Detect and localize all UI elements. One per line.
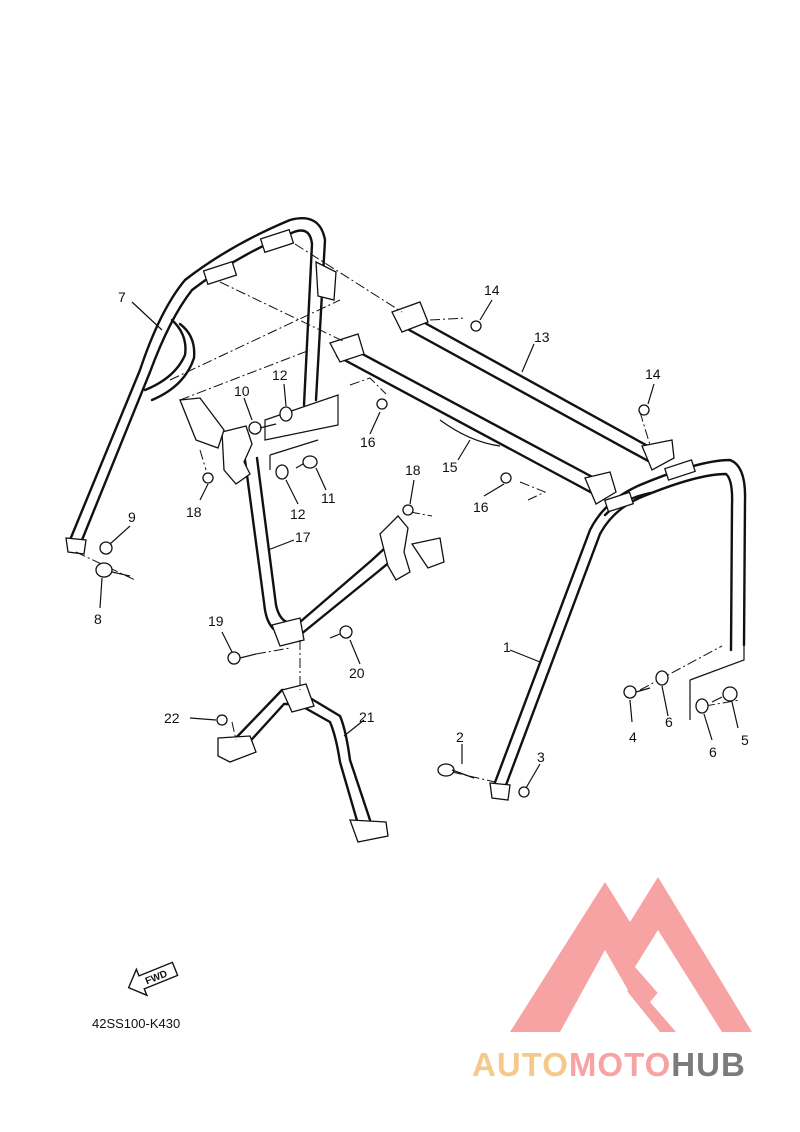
rear-left-roll-bar — [65, 217, 337, 555]
callout-22: 22 — [164, 710, 180, 726]
hardware — [95, 320, 738, 798]
lower-support — [217, 683, 389, 843]
callout-10: 10 — [234, 383, 250, 399]
callout-8: 8 — [94, 611, 102, 627]
forward-arrow-icon: FWD — [127, 961, 179, 997]
callout-16-a: 16 — [360, 434, 376, 450]
callout-17: 17 — [295, 529, 311, 545]
callout-21: 21 — [359, 709, 375, 725]
callout-15: 15 — [442, 459, 458, 475]
callout-9: 9 — [128, 509, 136, 525]
front-brace — [179, 397, 445, 647]
callout-14-b: 14 — [645, 366, 661, 382]
callout-13: 13 — [534, 329, 550, 345]
callout-14-a: 14 — [484, 282, 500, 298]
part-callouts: 1 2 3 4 5 6 6 7 8 9 10 11 12 12 13 14 14… — [94, 282, 749, 765]
brand-part-hub: HUB — [671, 1046, 746, 1083]
callout-18-b: 18 — [405, 462, 421, 478]
callout-4: 4 — [629, 729, 637, 745]
upper-cross-bar — [391, 301, 675, 471]
callout-1: 1 — [503, 639, 511, 655]
callout-12-a: 12 — [272, 367, 288, 383]
leader-lines — [99, 299, 739, 789]
front-right-roll-bar — [489, 458, 747, 801]
callout-3: 3 — [537, 749, 545, 765]
callout-7: 7 — [118, 289, 126, 305]
callout-19: 19 — [208, 613, 224, 629]
brand-logo-mark-icon — [510, 877, 752, 1032]
callout-20: 20 — [349, 665, 365, 681]
brand-wordmark: AUTOMOTOHUB — [472, 1046, 746, 1084]
brand-part-auto: AUTO — [472, 1046, 569, 1083]
callout-16-b: 16 — [473, 499, 489, 515]
lower-cross-bar — [329, 333, 617, 505]
callout-6-b: 6 — [709, 744, 717, 760]
callout-5: 5 — [741, 732, 749, 748]
callout-2: 2 — [456, 729, 464, 745]
callout-6-a: 6 — [665, 714, 673, 730]
diagram-code: 42SS100-K430 — [92, 1016, 181, 1031]
callout-18-a: 18 — [186, 504, 202, 520]
callout-12-b: 12 — [290, 506, 306, 522]
brand-part-moto: MOTO — [568, 1046, 672, 1083]
callout-11: 11 — [321, 490, 336, 506]
